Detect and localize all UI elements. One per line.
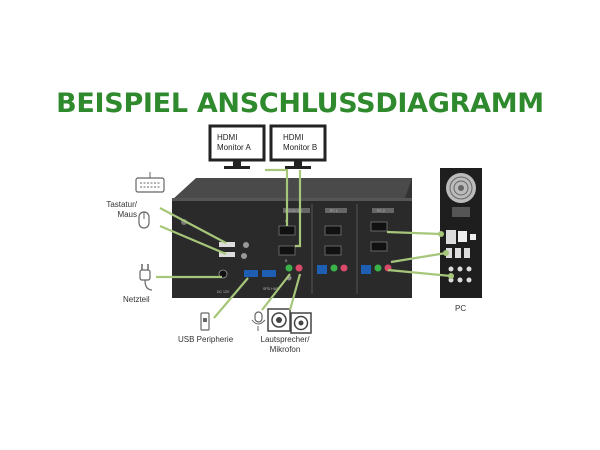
dc-label: DC 12V [217, 290, 230, 294]
kvm-switch-device: CONSOLE PC 1 PC 2 A B DC 12V SPD HUB [172, 178, 412, 298]
monitor-b-line2: Monitor B [283, 143, 317, 152]
console-tag: CONSOLE [285, 209, 303, 213]
power-label: Netzteil [123, 295, 150, 304]
connector-ends [438, 231, 454, 279]
monitor-b-icon: HDMI Monitor B [269, 124, 327, 169]
audio-label-line2: Mikrofon [269, 345, 301, 354]
page-title: BEISPIEL ANSCHLUSSDIAGRAMM [56, 88, 544, 119]
pc2-tag: PC 2 [377, 209, 385, 213]
pc-tower-icon [440, 168, 482, 298]
monitor-b-line1: HDMI [283, 133, 303, 142]
power-plug-icon [139, 264, 153, 291]
monitor-a-icon: HDMI Monitor A [208, 124, 266, 169]
usb-label: USB Peripherie [178, 335, 234, 344]
speaker-icon [267, 308, 312, 334]
usb-stick-icon [200, 312, 210, 331]
port-b-label: B [285, 259, 288, 263]
usb-hub-label: SPD HUB [263, 287, 279, 291]
audio-label-line1: Lautsprecher/ [260, 335, 310, 344]
keyboard-icon [135, 172, 165, 193]
microphone-icon [251, 311, 266, 331]
pc-label: PC [455, 304, 467, 313]
monitor-a-line2: Monitor A [217, 143, 251, 152]
keyboard-mouse-label: Tastatur/ Maus [95, 200, 137, 220]
connector-lines [156, 168, 452, 319]
monitor-a-line1: HDMI [217, 133, 237, 142]
pc1-tag: PC 1 [330, 209, 338, 213]
mouse-icon [138, 211, 150, 229]
keyboard-mouse-label-line2: Maus [117, 210, 137, 219]
audio-label: Lautsprecher/ Mikrofon [256, 335, 314, 355]
keyboard-mouse-label-line1: Tastatur/ [106, 200, 137, 209]
